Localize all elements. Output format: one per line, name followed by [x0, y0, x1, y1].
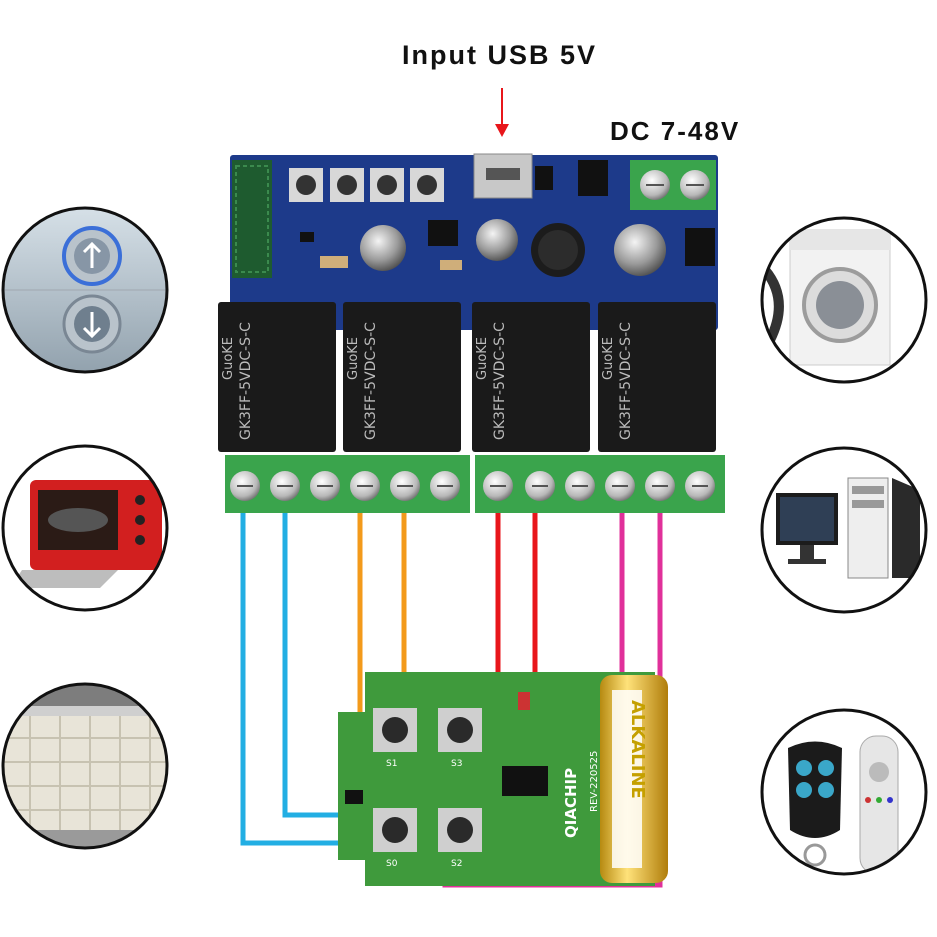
- relays: GK3FF-5VDC-S-C GK3FF-5VDC-S-C GK3FF-5VDC…: [218, 302, 716, 452]
- capacitor: [476, 219, 518, 261]
- ic-chip: [428, 220, 458, 246]
- relay-4-model: GK3FF-5VDC-S-C: [618, 322, 634, 440]
- ic-chip: [685, 228, 715, 266]
- relay-3-brand: GuoKE: [475, 337, 490, 380]
- button-label-s0: S0: [386, 859, 398, 869]
- board-brand: QIACHIP: [562, 768, 580, 838]
- dc-input-label: DC 7-48V: [610, 116, 741, 146]
- relay-4: [598, 302, 716, 452]
- terminal-block-left: [225, 455, 470, 513]
- relay-1: [218, 302, 336, 452]
- aa-battery: ALKALINE: [600, 675, 668, 883]
- button-label-s3: S3: [451, 759, 462, 769]
- capacitor: [614, 224, 666, 276]
- washing-machine-icon: [760, 216, 928, 384]
- relay-4-brand: GuoKE: [601, 337, 616, 380]
- remote-board-buttons: [373, 708, 482, 852]
- oven-icon: [1, 444, 169, 612]
- wire-cyan-1: [240, 513, 362, 846]
- garage-door-icon: [1, 682, 169, 850]
- usb-arrow: [495, 88, 509, 137]
- relay-1-model: GK3FF-5VDC-S-C: [238, 322, 254, 440]
- relay-2-brand: GuoKE: [346, 337, 361, 380]
- usb-input-label: Input USB 5V: [402, 40, 598, 70]
- decoder-ic: [502, 766, 548, 796]
- remote-receiver-board: QIACHIP REV-220525 S1 S3 S0 S2: [338, 672, 655, 886]
- output-terminals: [225, 455, 725, 513]
- board-revision: REV-220525: [589, 751, 600, 812]
- button-label-s1: S1: [386, 759, 397, 769]
- board-buttons: [289, 168, 444, 202]
- relay-2: [343, 302, 461, 452]
- rf-module: [232, 160, 272, 278]
- remote-controls-icon: [760, 708, 928, 876]
- battery-label: ALKALINE: [627, 700, 648, 799]
- relay-3-model: GK3FF-5VDC-S-C: [492, 322, 508, 440]
- wire-cyan-2: [282, 513, 362, 818]
- relay-2-model: GK3FF-5VDC-S-C: [363, 322, 379, 440]
- capacitor: [360, 225, 406, 271]
- desktop-computer-icon: [760, 446, 928, 614]
- elevator-buttons-icon: [1, 206, 169, 374]
- relay-1-brand: GuoKE: [221, 337, 236, 380]
- terminal-block-right: [475, 455, 725, 513]
- ic-chip: [578, 160, 608, 196]
- button-label-s2: S2: [451, 859, 462, 869]
- relay-board: [230, 153, 718, 330]
- relay-3: [472, 302, 590, 452]
